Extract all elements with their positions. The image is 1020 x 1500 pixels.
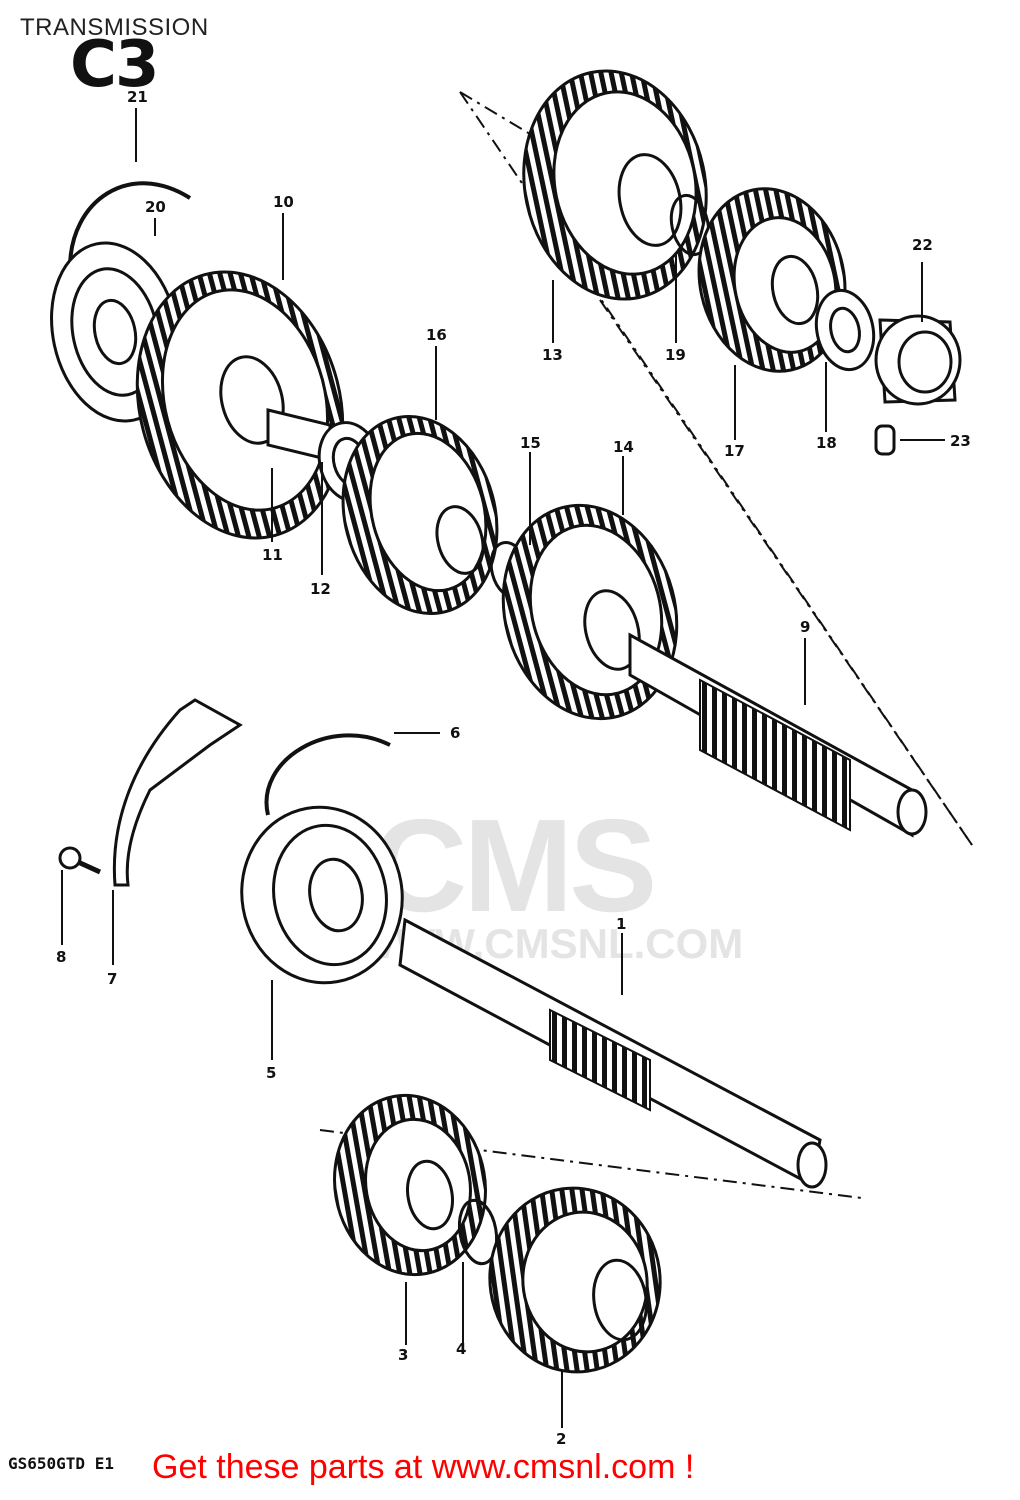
screw-part-8 (58, 846, 102, 875)
callout-13: 13 (542, 346, 563, 364)
driveshaft-part-1 (398, 917, 828, 1189)
callout-8: 8 (56, 948, 67, 966)
gear-part-13 (522, 69, 708, 301)
callout-15: 15 (520, 434, 541, 452)
gear-part-16 (341, 414, 499, 616)
callout-17: 17 (724, 442, 745, 460)
callout-23: 23 (950, 432, 971, 450)
gear-part-10 (135, 270, 345, 540)
gear-part-3 (333, 1093, 487, 1277)
callout-20: 20 (145, 198, 166, 216)
gear-part-2 (488, 1186, 662, 1374)
callout-4: 4 (456, 1340, 467, 1358)
callout-5: 5 (266, 1064, 277, 1082)
stopper-part-7 (112, 698, 243, 887)
callout-12: 12 (310, 580, 331, 598)
callout-7: 7 (107, 970, 118, 988)
callout-9: 9 (800, 618, 811, 636)
dowel-part-23 (874, 424, 896, 456)
callout-11: 11 (262, 546, 283, 564)
gear-part-17 (697, 187, 847, 373)
callout-19: 19 (665, 346, 686, 364)
gear-part-14 (501, 503, 679, 721)
watermark-logo: CMS (372, 792, 657, 939)
callout-3: 3 (398, 1346, 409, 1364)
bearing-part-5 (240, 805, 404, 985)
callout-2: 2 (556, 1430, 567, 1448)
callout-1: 1 (616, 915, 627, 933)
shop-link[interactable]: Get these parts at www.cmsnl.com ! (152, 1448, 695, 1486)
circlip-part-4 (457, 1198, 499, 1266)
callout-14: 14 (613, 438, 634, 456)
callout-22: 22 (912, 236, 933, 254)
page-title: TRANSMISSION (20, 14, 209, 41)
callout-16: 16 (426, 326, 447, 344)
countershaft-part-9 (628, 632, 928, 838)
section-code: C3 (70, 28, 159, 102)
circlip-part-6 (264, 733, 391, 816)
circlip-part-19 (669, 193, 711, 257)
callout-18: 18 (816, 434, 837, 452)
bearing-part-22 (874, 314, 962, 406)
callout-21: 21 (127, 88, 148, 106)
washer-part-18 (814, 288, 876, 372)
callout-10: 10 (273, 193, 294, 211)
circlip-part-21 (68, 181, 192, 269)
model-code: GS650GTD E1 (8, 1454, 114, 1473)
callout-6: 6 (450, 724, 461, 742)
